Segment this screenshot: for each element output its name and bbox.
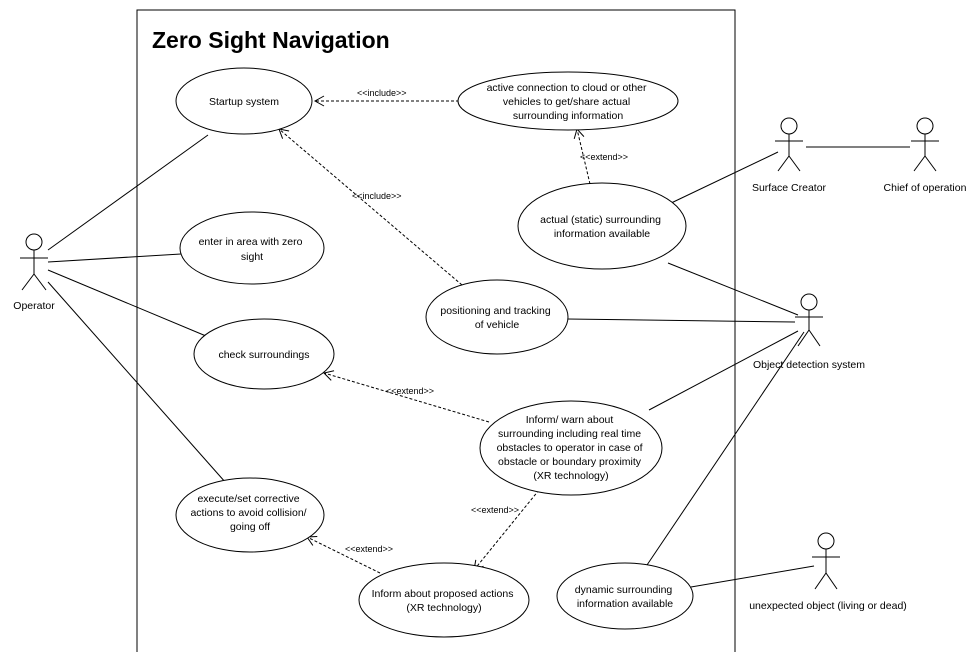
relation-label: <<include>> <box>357 88 407 98</box>
assoc-operator-execute <box>47 281 227 484</box>
actor-operator-icon <box>20 233 48 291</box>
actor-surface-creator-icon <box>775 117 803 172</box>
uc-text: check surroundings <box>218 349 309 361</box>
assoc-dynamic-unexpected <box>690 565 815 588</box>
assoc-surface-static <box>666 151 779 206</box>
dep-inform-check <box>323 370 490 423</box>
relation-label: <<extend>> <box>471 505 519 515</box>
associations <box>47 134 910 588</box>
uc-text: active connection to cloud or other vehi… <box>487 82 650 122</box>
uc-text: positioning and tracking of vehicle <box>440 305 553 331</box>
actor-object-detection-icon <box>795 293 823 347</box>
actor-unexpected-object-label: unexpected object (living or dead) <box>749 600 907 612</box>
uc-inform-proposed <box>358 562 530 638</box>
dep-inform-proposed <box>473 489 540 571</box>
dependencies <box>278 95 591 574</box>
assoc-operator-startup <box>47 134 209 251</box>
relation-label: <<extend>> <box>386 386 434 396</box>
dep-positioning-startup <box>278 128 463 286</box>
uc-text: execute/set corrective actions to avoid … <box>190 493 309 533</box>
assoc-static-ods <box>667 262 799 316</box>
uc-positioning <box>425 279 569 355</box>
uc-active-connection <box>457 71 679 131</box>
uc-text: dynamic surrounding information availabl… <box>575 584 675 610</box>
use-cases <box>175 67 694 638</box>
system-boundary <box>136 9 736 652</box>
uc-check-surroundings <box>193 318 335 390</box>
uc-text: enter in area with zero sight <box>199 236 306 263</box>
uc-static-surrounding <box>517 182 687 270</box>
relation-label: <<extend>> <box>580 152 628 162</box>
uc-text: Inform/ warn about surrounding including… <box>497 414 646 482</box>
uc-text: actual (static) surrounding information … <box>540 214 664 240</box>
uc-text: Startup system <box>209 96 279 108</box>
uc-text: Inform about proposed actions (XR techno… <box>372 588 517 614</box>
assoc-dynamic-ods <box>646 331 805 566</box>
dep-static-active <box>573 127 591 185</box>
uc-dynamic-surrounding <box>556 562 694 630</box>
uc-startup-system <box>175 67 313 135</box>
uc-inform-warn <box>479 400 663 496</box>
system-title: Zero Sight Navigation <box>152 27 390 53</box>
actor-surface-creator-label: Surface Creator <box>752 182 827 194</box>
assoc-operator-enter <box>47 253 182 263</box>
relation-label: <<extend>> <box>345 544 393 554</box>
uc-execute-actions <box>175 477 325 553</box>
assoc-operator-check <box>47 269 207 337</box>
relation-label: <<include>> <box>352 191 402 201</box>
assoc-inform-ods <box>648 330 799 411</box>
uc-enter-area <box>179 211 325 285</box>
actor-chief-of-operation-label: Chief of operation <box>884 182 967 194</box>
actor-chief-of-operation-icon <box>911 117 939 172</box>
assoc-positioning-ods <box>566 318 796 323</box>
actor-unexpected-object-icon <box>812 532 840 590</box>
actor-operator-label: Operator <box>13 300 55 312</box>
actor-object-detection-label: Object detection system <box>753 359 865 371</box>
dep-proposed-execute <box>306 535 381 574</box>
